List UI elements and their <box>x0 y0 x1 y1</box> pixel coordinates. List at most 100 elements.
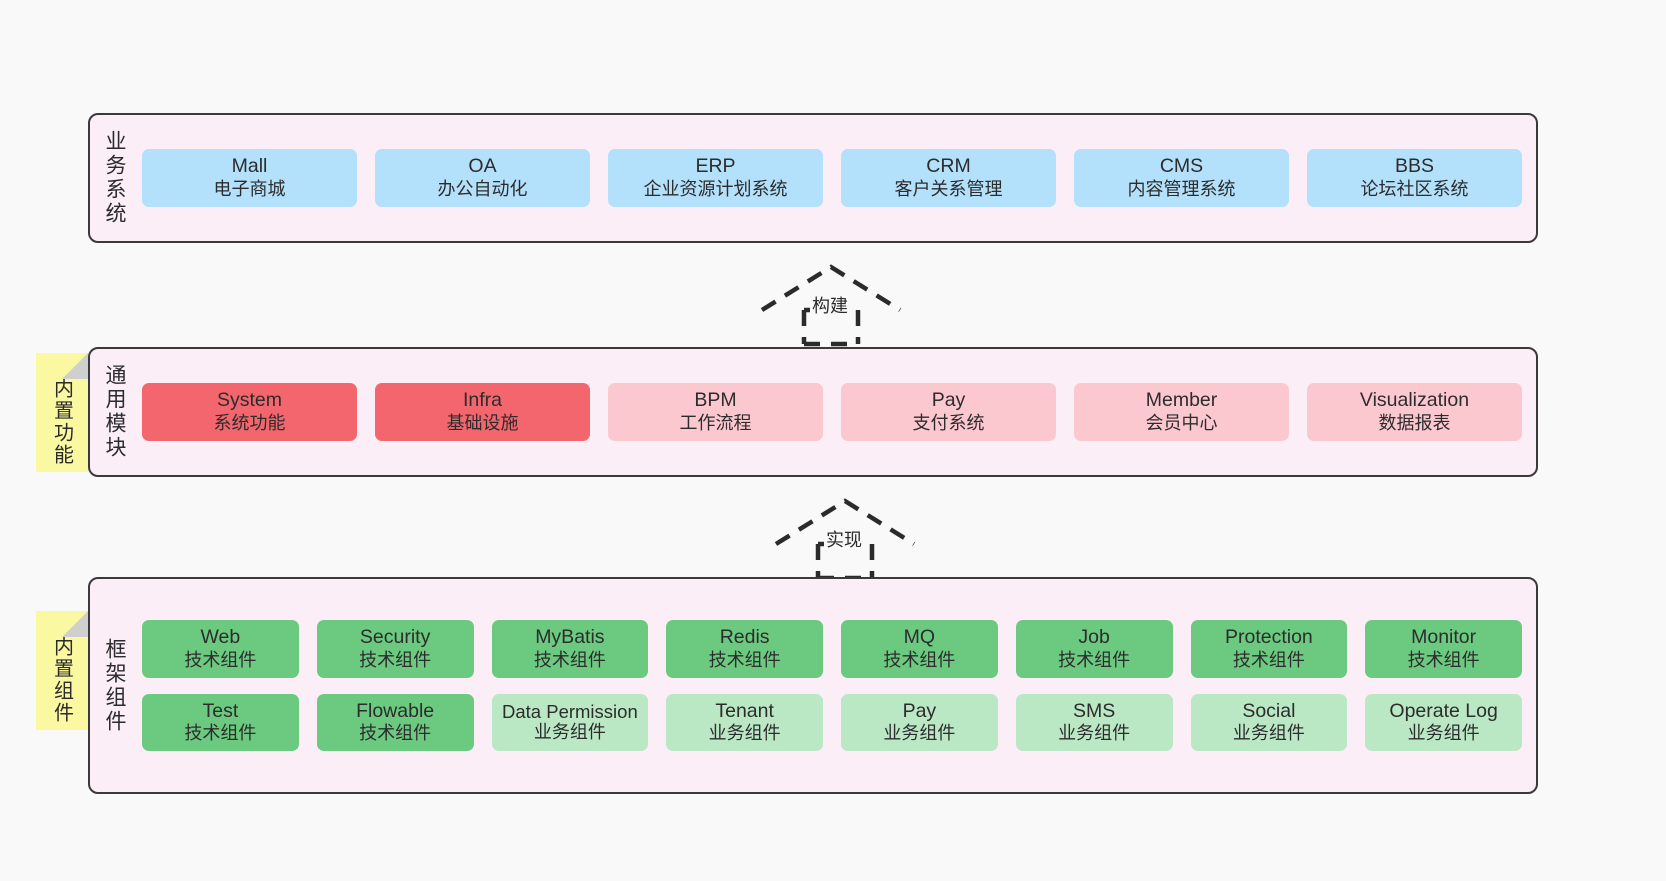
card-bpm[interactable]: BPM 工作流程 <box>608 383 823 441</box>
card-subtitle: 技术组件 <box>883 649 956 670</box>
card-subtitle: 会员中心 <box>1145 412 1218 433</box>
card-title: Mall <box>231 155 268 178</box>
card-title: Infra <box>462 389 503 412</box>
card-security[interactable]: Security 技术组件 <box>316 619 474 678</box>
layer-title-business-system: 业务系统 <box>103 130 127 226</box>
connector-build-label: 构建 <box>810 292 850 318</box>
layer-common-module: 通用模块 System 系统功能 Infra 基础设施 BPM 工作流程 Pay… <box>88 347 1538 477</box>
card-subtitle: 企业资源计划系统 <box>643 178 788 199</box>
card-title: CMS <box>1159 155 1204 178</box>
card-test[interactable]: Test 技术组件 <box>142 693 299 752</box>
card-subtitle: 技术组件 <box>359 649 432 670</box>
card-web[interactable]: Web 技术组件 <box>142 619 299 678</box>
card-title: OA <box>468 155 497 178</box>
card-title: ERP <box>695 155 736 178</box>
card-subtitle: 技术组件 <box>1407 649 1480 670</box>
sticky-note-label: 内置功能 <box>50 377 73 466</box>
card-title: BPM <box>694 389 737 412</box>
layer-body-common-module: System 系统功能 Infra 基础设施 BPM 工作流程 Pay 支付系统… <box>138 349 1536 475</box>
card-operate-log[interactable]: Operate Log 业务组件 <box>1365 693 1522 752</box>
card-protection[interactable]: Protection 技术组件 <box>1190 619 1348 678</box>
card-pay-business[interactable]: Pay 业务组件 <box>841 693 998 752</box>
card-subtitle: 工作流程 <box>679 412 752 433</box>
card-crm[interactable]: CRM 客户关系管理 <box>841 149 1056 207</box>
card-title: System <box>216 389 282 412</box>
card-social[interactable]: Social 业务组件 <box>1190 693 1348 752</box>
layer-framework-component: 框架组件 Web 技术组件 Security 技术组件 MyBatis 技术组件… <box>88 577 1538 794</box>
card-sms[interactable]: SMS 业务组件 <box>1015 693 1173 752</box>
card-title: Web <box>200 625 241 648</box>
card-title: Tenant <box>715 699 774 722</box>
card-title: Job <box>1078 625 1110 648</box>
card-infra[interactable]: Infra 基础设施 <box>375 383 590 441</box>
card-title: Test <box>202 699 239 722</box>
card-subtitle: 业务组件 <box>1058 723 1131 744</box>
card-subtitle: 办公自动化 <box>437 178 528 199</box>
card-subtitle: 内容管理系统 <box>1127 178 1236 199</box>
card-title: Monitor <box>1411 625 1477 648</box>
row-technical-components: Web 技术组件 Security 技术组件 MyBatis 技术组件 Redi… <box>142 619 1522 678</box>
card-title: SMS <box>1072 699 1116 722</box>
card-title: Data Permission <box>502 700 638 722</box>
card-tenant[interactable]: Tenant 业务组件 <box>666 693 823 752</box>
card-job[interactable]: Job 技术组件 <box>1015 619 1173 678</box>
card-erp[interactable]: ERP 企业资源计划系统 <box>608 149 823 207</box>
card-subtitle: 电子商城 <box>213 178 286 199</box>
card-title: CRM <box>926 155 971 178</box>
card-subtitle: 技术组件 <box>1232 649 1305 670</box>
card-title: Pay <box>931 389 966 412</box>
card-title: Member <box>1145 389 1218 412</box>
card-subtitle: 数据报表 <box>1378 412 1451 433</box>
card-oa[interactable]: OA 办公自动化 <box>375 149 590 207</box>
card-mybatis[interactable]: MyBatis 技术组件 <box>491 619 649 678</box>
card-title: Security <box>359 625 431 648</box>
card-visualization[interactable]: Visualization 数据报表 <box>1307 383 1522 441</box>
card-cms[interactable]: CMS 内容管理系统 <box>1074 149 1289 207</box>
connector-implement-arrow: 实现 <box>772 496 918 581</box>
card-pay[interactable]: Pay 支付系统 <box>841 383 1056 441</box>
connector-build-arrow: 构建 <box>758 262 904 347</box>
card-member[interactable]: Member 会员中心 <box>1074 383 1289 441</box>
card-subtitle: 技术组件 <box>708 649 781 670</box>
layer-business-system: 业务系统 Mall 电子商城 OA 办公自动化 ERP 企业资源计划系统 CRM… <box>88 113 1538 243</box>
card-bbs[interactable]: BBS 论坛社区系统 <box>1307 149 1522 207</box>
card-subtitle: 技术组件 <box>359 723 432 744</box>
card-subtitle: 业务组件 <box>708 723 781 744</box>
row-business-components: Test 技术组件 Flowable 技术组件 Data Permission … <box>142 693 1522 752</box>
card-subtitle: 技术组件 <box>533 649 606 670</box>
card-subtitle: 系统功能 <box>213 412 286 433</box>
card-title: Operate Log <box>1389 699 1498 722</box>
card-data-permission[interactable]: Data Permission 业务组件 <box>491 693 649 752</box>
card-title: MQ <box>903 625 936 648</box>
card-subtitle: 业务组件 <box>1407 723 1480 744</box>
card-title: Protection <box>1224 625 1313 648</box>
card-title: BBS <box>1394 155 1435 178</box>
card-flowable[interactable]: Flowable 技术组件 <box>316 693 474 752</box>
layer-body-business-system: Mall 电子商城 OA 办公自动化 ERP 企业资源计划系统 CRM 客户关系… <box>138 115 1536 241</box>
layer-body-framework-component: Web 技术组件 Security 技术组件 MyBatis 技术组件 Redi… <box>138 579 1536 792</box>
card-mq[interactable]: MQ 技术组件 <box>841 619 998 678</box>
card-subtitle: 业务组件 <box>1232 723 1305 744</box>
card-redis[interactable]: Redis 技术组件 <box>666 619 823 678</box>
card-subtitle: 业务组件 <box>883 723 956 744</box>
card-subtitle: 技术组件 <box>1058 649 1131 670</box>
card-subtitle: 客户关系管理 <box>894 178 1003 199</box>
card-mall[interactable]: Mall 电子商城 <box>142 149 357 207</box>
card-title: Social <box>1242 699 1296 722</box>
card-subtitle: 技术组件 <box>184 649 257 670</box>
connector-implement-label: 实现 <box>824 526 864 552</box>
sticky-note-builtin-function: 内置功能 <box>36 353 88 472</box>
card-system[interactable]: System 系统功能 <box>142 383 357 441</box>
row-business-systems: Mall 电子商城 OA 办公自动化 ERP 企业资源计划系统 CRM 客户关系… <box>142 149 1522 207</box>
card-title: Visualization <box>1359 389 1470 412</box>
card-subtitle: 基础设施 <box>446 412 519 433</box>
row-common-modules: System 系统功能 Infra 基础设施 BPM 工作流程 Pay 支付系统… <box>142 383 1522 441</box>
card-subtitle: 技术组件 <box>184 723 257 744</box>
card-title: MyBatis <box>535 625 605 648</box>
card-title: Pay <box>902 699 937 722</box>
card-title: Redis <box>719 625 770 648</box>
card-title: Flowable <box>356 699 435 722</box>
card-monitor[interactable]: Monitor 技术组件 <box>1365 619 1522 678</box>
sticky-note-label: 内置组件 <box>50 635 73 724</box>
